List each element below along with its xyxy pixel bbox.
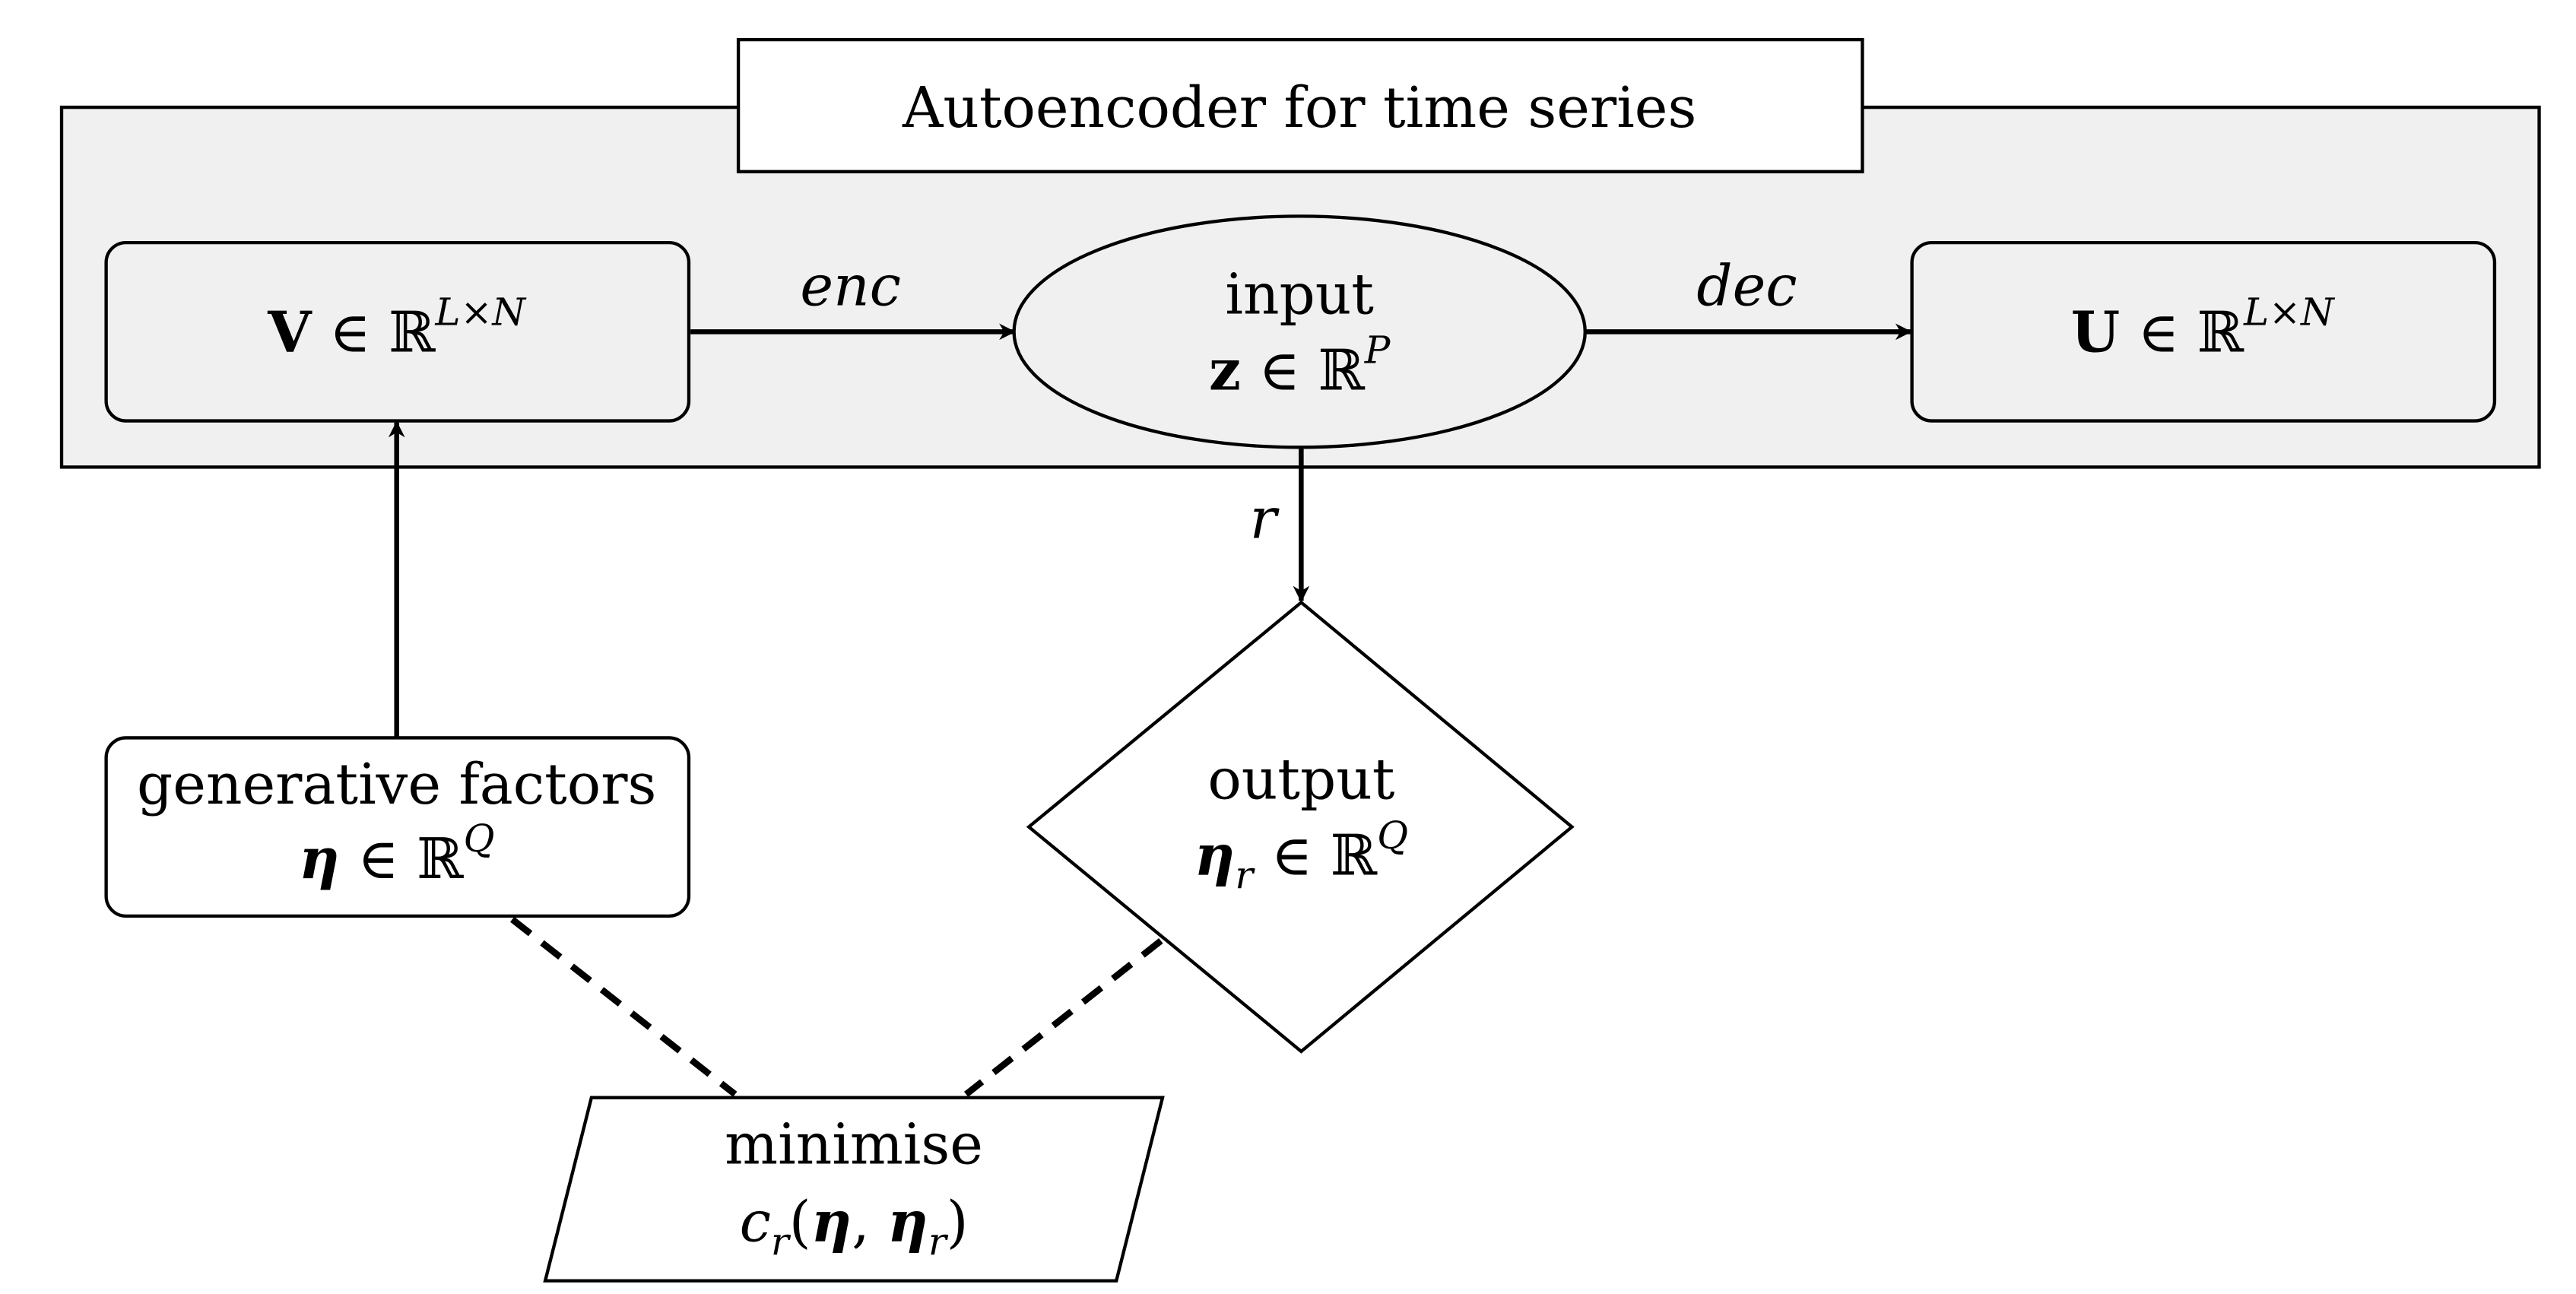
diagram-title: Autoencoder for time series bbox=[902, 75, 1696, 141]
input-ellipse bbox=[1012, 214, 1587, 449]
input-label: z ∈ ℝP bbox=[1209, 328, 1391, 404]
v-box-label: V ∈ ℝL×N bbox=[267, 290, 527, 366]
dashed-link-output bbox=[963, 938, 1163, 1097]
output-label: ηr ∈ ℝQ bbox=[1194, 814, 1408, 897]
minimise-parallelogram bbox=[543, 1096, 1165, 1283]
minimise-title: minimise bbox=[725, 1112, 983, 1177]
r-label: r bbox=[1250, 487, 1280, 552]
output-title: output bbox=[1207, 747, 1394, 813]
u-box-label: U ∈ ℝL×N bbox=[2071, 290, 2336, 366]
output-diamond bbox=[1026, 600, 1575, 1054]
minimise-formula: cr(η, ηr) bbox=[740, 1190, 969, 1264]
generative-title: generative factors bbox=[137, 752, 656, 817]
dashed-link-generative bbox=[509, 916, 738, 1097]
title-box bbox=[736, 37, 1864, 173]
u-box bbox=[1910, 240, 2497, 423]
enc-label: enc bbox=[800, 254, 901, 319]
input-title: input bbox=[1225, 262, 1374, 327]
generative-label: η ∈ ℝQ bbox=[299, 817, 494, 892]
dec-label: dec bbox=[1696, 254, 1797, 319]
